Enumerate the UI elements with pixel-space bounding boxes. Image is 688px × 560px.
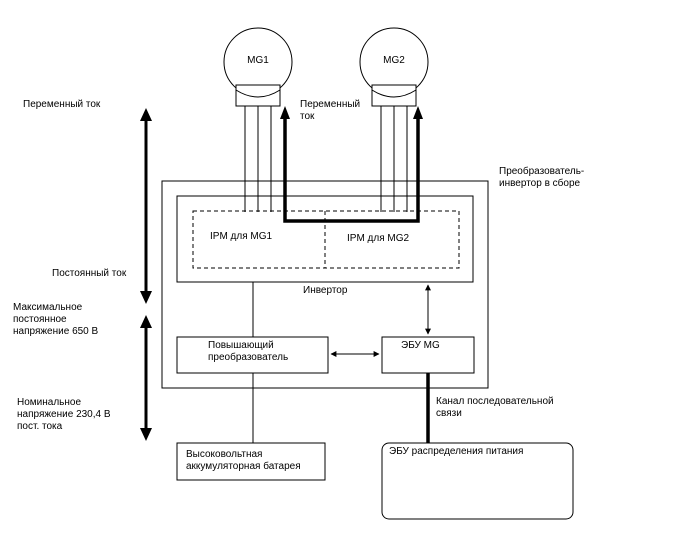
ac-label-right: Переменный ток — [300, 99, 361, 122]
inverter-assembly-box — [161, 180, 489, 389]
ipm-mg2-label: IPM для MG2 — [347, 233, 410, 244]
serial-channel-label: Канал последовательной связи — [436, 396, 554, 419]
mg-ecu-box — [381, 336, 475, 374]
nominal-voltage-label: Номинальное напряжение 230,4 В пост. ток… — [17, 397, 111, 432]
inverter-box — [176, 195, 474, 283]
dc-label: Постоянный ток — [52, 268, 127, 279]
mg2-phase-cables — [380, 106, 408, 212]
voltage-double-arrow — [140, 315, 152, 441]
mg1-label: MG1 — [247, 55, 269, 66]
ac-dc-double-arrow — [140, 108, 152, 304]
power-ecu-box — [381, 442, 574, 520]
power-flow-arrow-left — [280, 106, 290, 119]
mg1-motor — [223, 27, 293, 107]
ipm-mg1-label: IPM для MG1 — [210, 231, 273, 242]
boost-converter-box — [176, 336, 329, 374]
inverter-label: Инвертор — [303, 285, 348, 296]
hv-battery-label: Высоковольтная аккумуляторная батарея — [186, 449, 301, 472]
ac-label-left: Переменный ток — [23, 99, 101, 110]
mg1-phase-cables — [244, 106, 272, 212]
power-flow-arrow-right — [413, 106, 423, 119]
max-voltage-label: Максимальное постоянное напряжение 650 В — [13, 302, 99, 337]
hv-battery-box — [176, 442, 326, 481]
power-ecu-label: ЭБУ распределения питания — [389, 446, 524, 457]
mg2-label: MG2 — [383, 55, 405, 66]
mg2-motor — [359, 27, 429, 107]
boost-converter-label: Повышающий преобразователь — [208, 340, 289, 363]
ipm-dashed-area — [192, 210, 460, 269]
power-flow-path — [283, 112, 420, 223]
mg-ecu-label: ЭБУ MG — [401, 340, 440, 351]
assembly-label: Преобразователь- инвертор в сборе — [499, 166, 585, 189]
